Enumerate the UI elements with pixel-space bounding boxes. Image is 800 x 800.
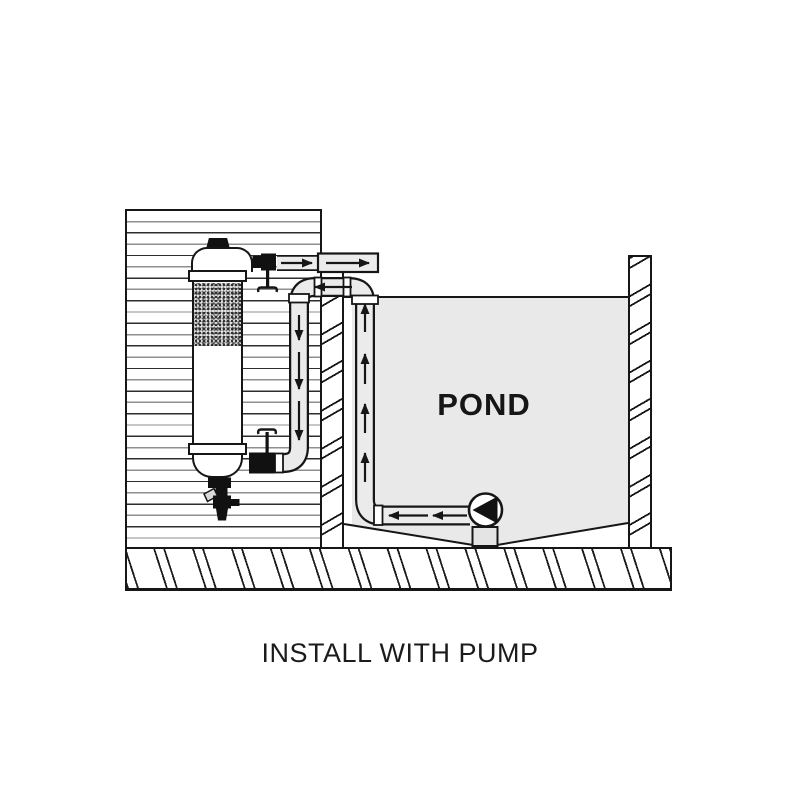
water-surface-line [344,296,628,298]
pond-wall-left [320,255,344,547]
filter-media [194,283,241,346]
caption-title: INSTALL WITH PUMP [261,638,539,668]
pond-wall-right [628,255,652,547]
drain-tip [216,508,228,521]
filter-top-collar [188,270,247,282]
filter-dome-lid [191,247,253,272]
riser-coupling [351,294,379,305]
ground-hatch-band [125,547,672,591]
pump-pipe-coupling [373,504,384,526]
top-outlet-union [252,253,276,271]
drain-spout [231,499,240,506]
flow-arrows [281,258,467,520]
pond-label: POND [437,387,531,422]
pump-base [471,526,499,547]
filter-top-cap [206,238,230,249]
inlet-coupling [274,452,284,474]
drain-valve [203,477,240,521]
downcomer-coupling [288,293,310,304]
pump-icon [467,492,504,528]
pond-floor-slope [343,522,629,546]
wall-water-gap [344,298,352,524]
top-bleed-valve [256,267,279,293]
filter-bottom-collar [188,443,247,455]
bottom-inlet-valve [249,428,278,474]
